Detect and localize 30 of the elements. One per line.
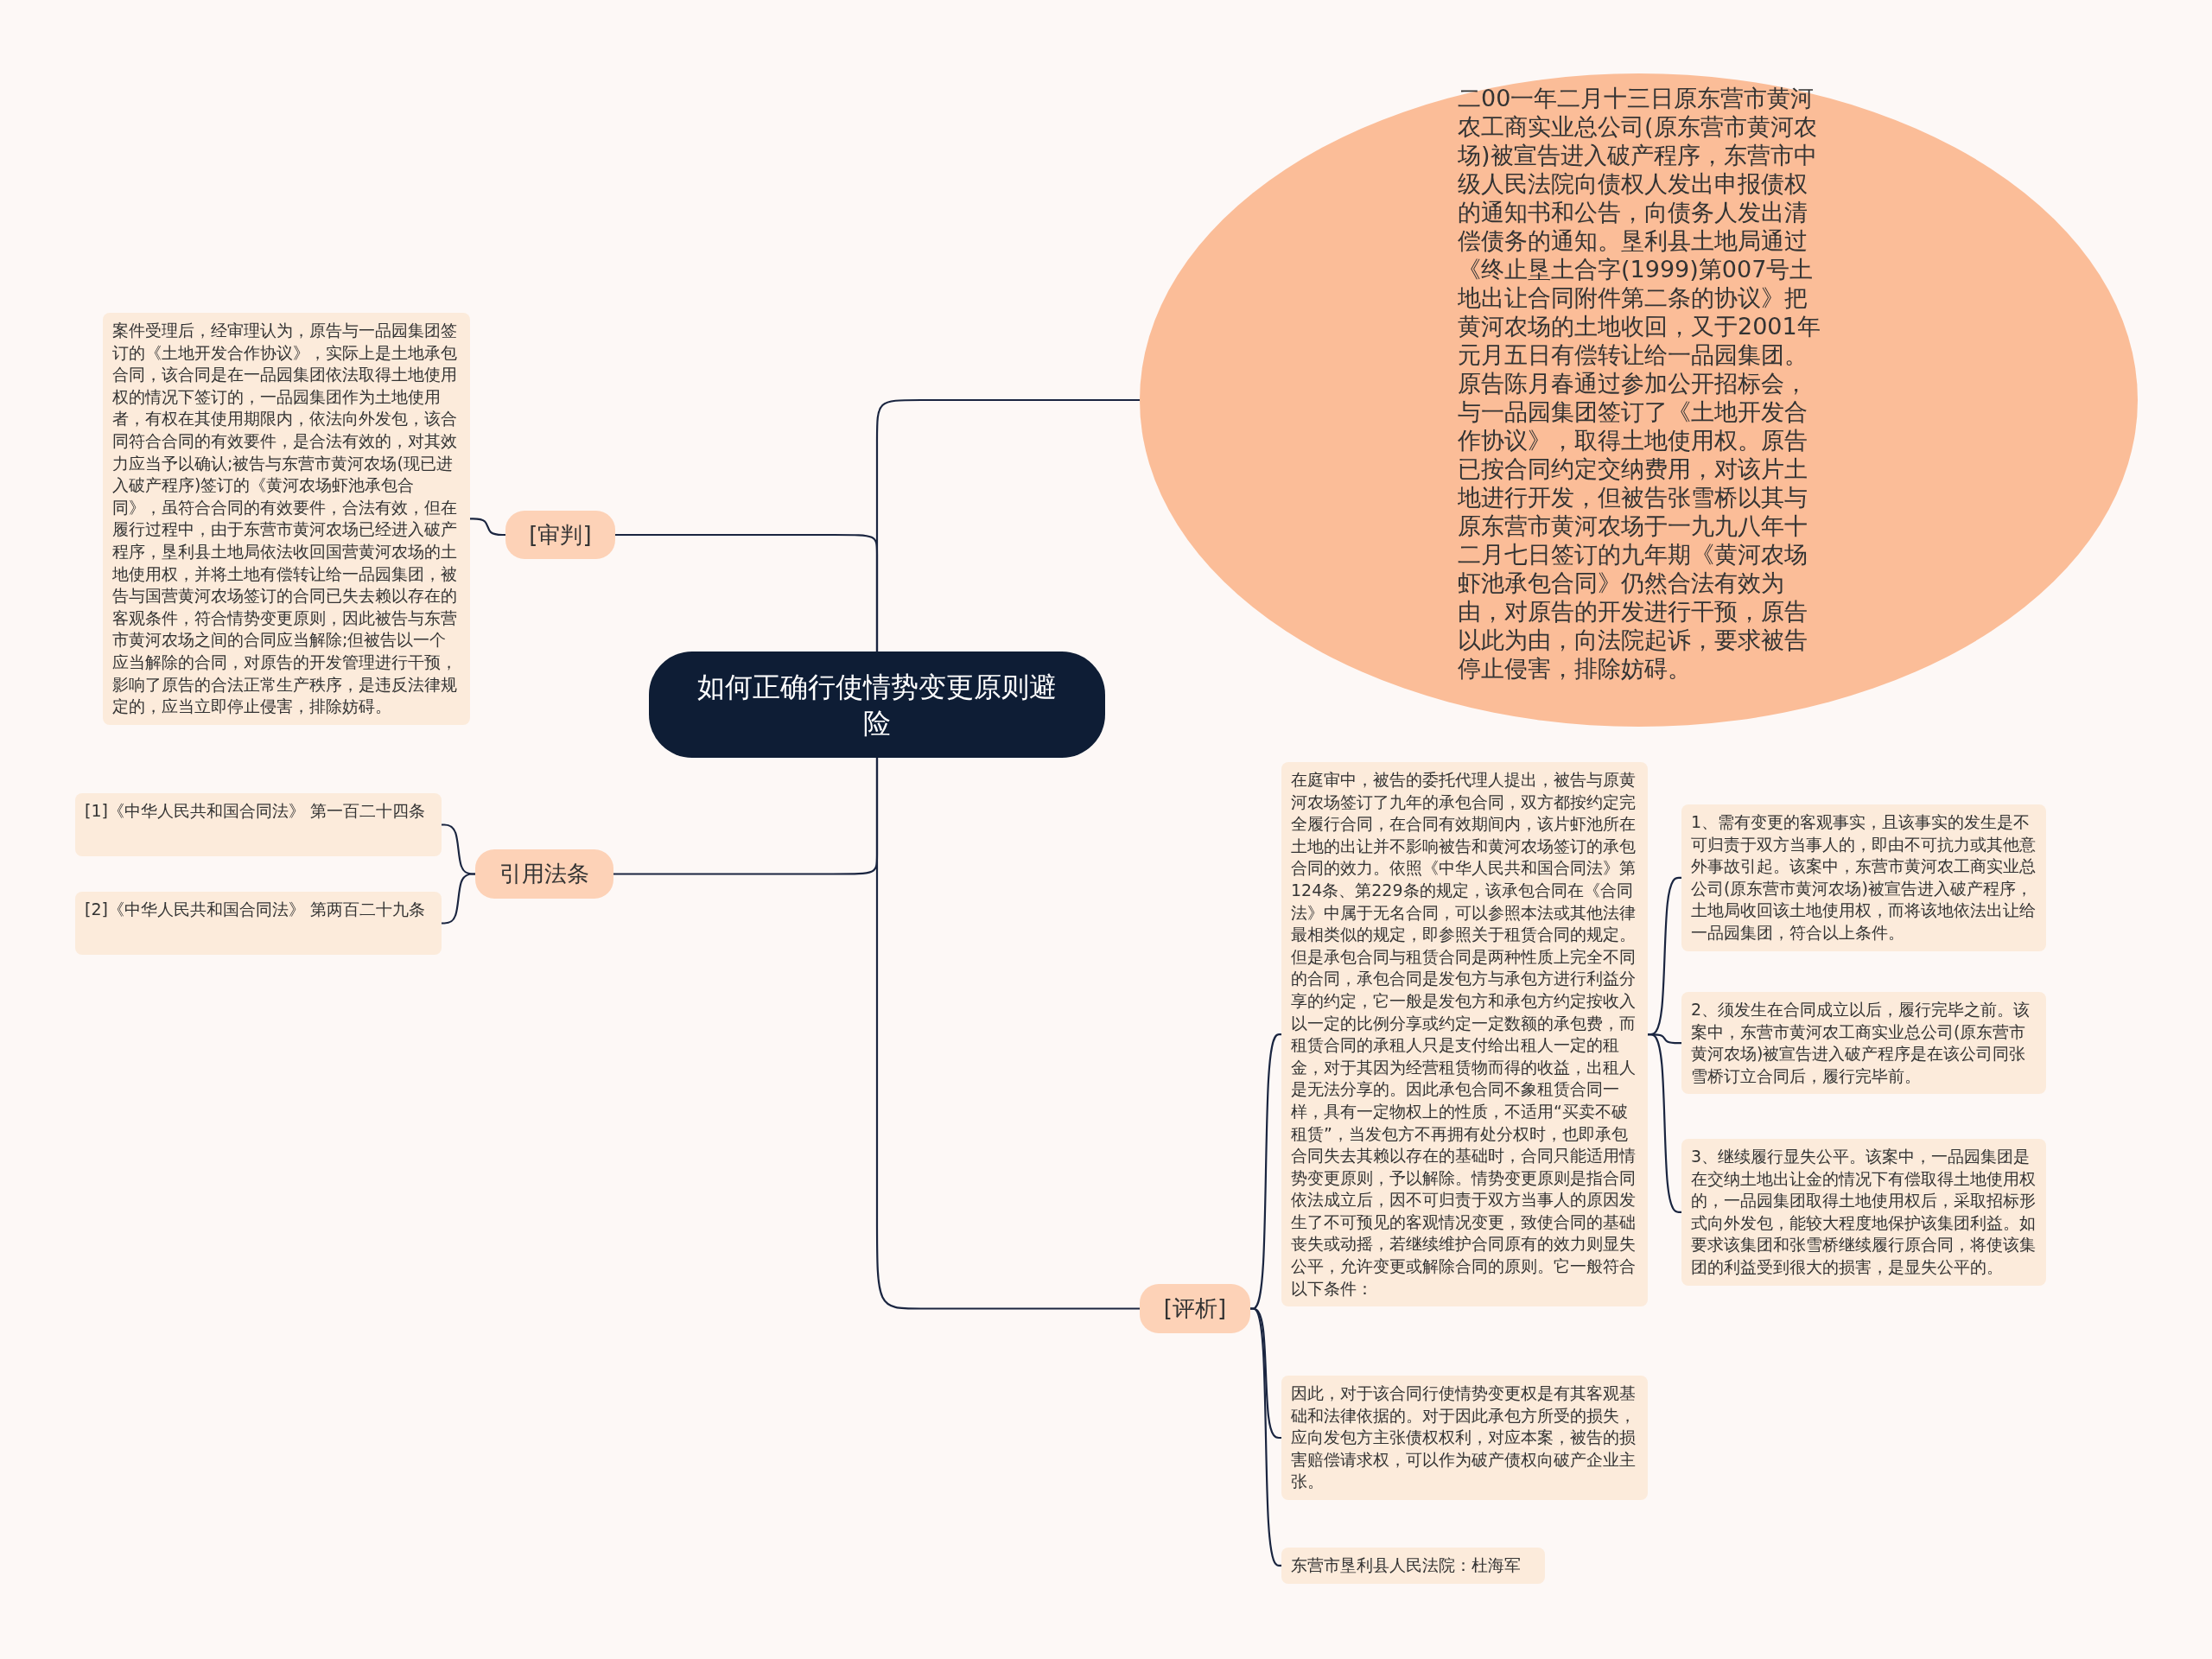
node-text: 在庭审中，被告的委托代理人提出，被告与原黄河农场签订了九年的承包合同，双方都按约定完全履行合同，在合同有效期间内，该片虾池所在土地的出让并不影响被告和黄河农场签订的承包合同的效力。依照《中华人民共和国合同法》第124条、第229条的规定，该承包合同在《合同法》中属于无名合同，可以参照本法或其他法律最相类似的规定，即参照关于租赁合同的规定。但是承包合同与租赁合同是两种性质上完全不同的合同，承包合同是发包方与承包方进行利益分享的约定，它一般是发包方和承包方约定按收入以一定的比例分享或约定一定数额的承包费，而租赁合同的承租人只是支付给出租人一定的租金，对于其因为经营租赁物而得的收益，出租人是无法分享的。因此承包合同不象租赁合同一样，具有一定物权上的性质，不适用“买卖不破租赁”，当发包方不再拥有处分权时，也即承包合同失去其赖以存在的基础时，合同只能适用情势变更原则，予以解除。情势变更原则是指合同依法成立后，因不可归责于双方当事人的原因发生了不可预见的客观情况变更，致使合同的基础丧失或动摇，若继续维护合同原有的效力则显失公平，允许变更或解除合同的原则。它一般符合以下条件： (1291, 769, 1637, 1300)
text-card (75, 892, 442, 955)
node-text: [2]《中华人民共和国合同法》 第两百二十九条 (85, 899, 426, 920)
connector-line (875, 758, 1140, 1310)
connector-line (470, 518, 505, 537)
text-card (1681, 992, 2046, 1095)
text-card (1281, 1376, 1648, 1500)
node-text: 如何正确行使情势变更原则避险 (696, 669, 1058, 741)
node-text: 2、须发生在合同成立以后，履行完毕之前。该案中，东营市黄河农工商实业总公司(原东营市黄河农场)被宣告进入破产程序是在该公司同张雪桥订立合同后，履行完毕前。 (1691, 999, 2031, 1087)
node-text: [评析] (1163, 1294, 1227, 1323)
branch-topic (475, 849, 613, 899)
central-topic (649, 652, 1105, 758)
node-text: 因此，对于该合同行使情势变更权是有其客观基础和法律依据的。对于因此承包方所受的损失，应向发包方主张债权权利，对应本案，被告的损害赔偿请求权，可以作为破产债权向破产企业主张。 (1291, 1382, 1637, 1493)
node-text: 3、继续履行显失公平。该案中，一品园集团是在交纳土地出让金的情况下有偿取得土地使用权的，一品园集团取得土地使用权后，采取招标形式向外发包，能较大程度地保护该集团利益。如要求该集团和张雪桥继续履行原合同，将使该集团的利益受到很大的损害，是显失公平的。 (1691, 1146, 2037, 1278)
node-text: 东营市垦利县人民法院：杜海军 (1291, 1554, 1522, 1576)
node-text: 二00一年二月十三日原东营市黄河农工商实业总公司(原东营市黄河农场)被宣告进入破产程序，东营市中级人民法院向债权人发出申报债权的通知书和公告，向债务人发出清偿债务的通知。垦利县土地局通过《终止垦土合字(1999)第007号土地出让合同附件第二条的协议》把黄河农场的土地收回，又于2001年元月五日有偿转让给一品园集团。原告陈月春通过参加公开招标会，与一品园集团签订了《土地开发合作协议》，取得土地使用权。原告已按合同约定交纳费用，对该片土地进行开发，但被告张雪桥以其与原东营市黄河农场于一九九八年十二月七日签订的九年期《黄河农场虾池承包合同》仍然合法有效为由，对原告的开发进行干预，原告以此为由，向法院起诉，要求被告停止侵害，排除妨碍。 (1458, 84, 1821, 683)
node-text: [1]《中华人民共和国合同法》 第一百二十四条 (85, 800, 426, 822)
node-text: 案件受理后，经审理认为，原告与一品园集团签订的《土地开发合作协议》，实际上是土地承包合同，该合同是在一品园集团依法取得土地使用权的情况下签订的，一品园集团作为土地使用者，有权在其使用期限内，依法向外发包，该合同符合合同的有效要件，是合法有效的，对其效力应当予以确认;被告与东营市黄河农场(现已进入破产程序)签订的《黄河农场虾池承包合同》，虽符合合同的有效要件，合法有效，但在履行过程中，由于东营市黄河农场已经进入破产程序，垦利县土地局依法收回国营黄河农场的土地使用权，并将土地有偿转让给一品园集团，被告与国营黄河农场签订的合同已失去赖以存在的客观条件，符合情势变更原则，因此被告与东营市黄河农场之间的合同应当解除;但被告以一个应当解除的合同，对原告的开发管理进行干预，影响了原告的合法正常生产秩序，是违反法律规定的，应当立即停止侵害，排除妨碍。 (112, 320, 458, 718)
node-text: 引用法条 (499, 860, 589, 888)
node-text: [审判] (529, 520, 592, 550)
connector-line (615, 533, 879, 652)
topic-ellipse (1140, 73, 2138, 727)
text-card (1281, 1548, 1545, 1584)
branch-topic (505, 511, 615, 559)
connector-line (1648, 1033, 1681, 1213)
connector-line (1250, 1307, 1281, 1567)
connector-line (442, 873, 475, 925)
node-text: 1、需有变更的客观事实，且该事实的发生是不可归责于双方当事人的，即由不可抗力或其他意外事故引起。该案中，东营市黄河农工商实业总公司(原东营市黄河农场)被宣告进入破产程序，土地局收回该土地使用权，而将该地依法出让给一品园集团，符合以上条件。 (1691, 811, 2037, 944)
branch-topic (1140, 1284, 1250, 1333)
text-card (75, 793, 442, 856)
